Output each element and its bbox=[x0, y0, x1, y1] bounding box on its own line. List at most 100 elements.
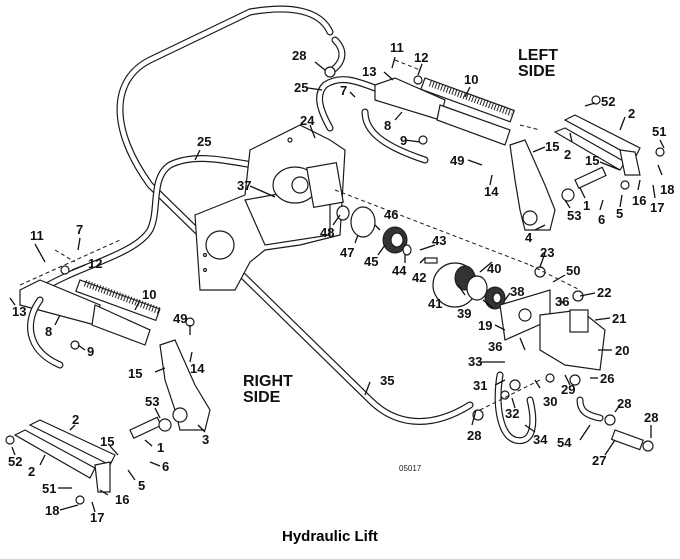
left-side-label-line2: SIDE bbox=[518, 63, 556, 80]
alignment-lines bbox=[19, 59, 581, 411]
callout-47: 47 bbox=[340, 245, 354, 260]
callout-22: 22 bbox=[597, 285, 611, 300]
callout-36: 36 bbox=[555, 294, 569, 309]
callout-18: 18 bbox=[45, 503, 59, 518]
callout-14: 14 bbox=[484, 184, 499, 199]
cylinder-left-side bbox=[361, 77, 516, 164]
callout-9: 9 bbox=[87, 344, 94, 359]
callout-27: 27 bbox=[592, 453, 606, 468]
hose-34 bbox=[494, 371, 537, 445]
callout-10: 10 bbox=[142, 287, 156, 302]
callout-15: 15 bbox=[128, 366, 142, 381]
callout-5: 5 bbox=[616, 206, 623, 221]
callout-21: 21 bbox=[612, 311, 626, 326]
callout-8: 8 bbox=[384, 118, 391, 133]
callout-1: 1 bbox=[583, 198, 590, 213]
figure-id: 05017 bbox=[399, 464, 422, 473]
pivot-pin-right bbox=[129, 416, 172, 439]
callout-49: 49 bbox=[450, 153, 464, 168]
callout-20: 20 bbox=[615, 343, 629, 358]
callout-45: 45 bbox=[364, 254, 378, 269]
callout-52: 52 bbox=[8, 454, 22, 469]
callout-41: 41 bbox=[428, 296, 442, 311]
callout-40: 40 bbox=[487, 261, 501, 276]
callout-6: 6 bbox=[598, 212, 605, 227]
callout-13: 13 bbox=[12, 304, 26, 319]
cylinder-right-side bbox=[19, 279, 162, 369]
lift-arm-right bbox=[159, 339, 211, 431]
left-side-label-line1: LEFT bbox=[518, 47, 558, 64]
callout-37: 37 bbox=[237, 178, 251, 193]
hydraulic-pump bbox=[499, 289, 606, 371]
callout-50: 50 bbox=[566, 263, 580, 278]
callout-8: 8 bbox=[45, 324, 52, 339]
callout-3: 3 bbox=[202, 432, 209, 447]
callout-49: 49 bbox=[173, 311, 187, 326]
callout-48: 48 bbox=[320, 225, 334, 240]
callout-16: 16 bbox=[632, 193, 646, 208]
callout-2: 2 bbox=[628, 106, 635, 121]
lift-links-right bbox=[13, 419, 116, 493]
callout-32: 32 bbox=[505, 406, 519, 421]
lift-arm-left bbox=[509, 139, 556, 231]
callout-1: 1 bbox=[157, 440, 164, 455]
callout-36: 36 bbox=[488, 339, 502, 354]
callout-10: 10 bbox=[464, 72, 478, 87]
callout-5: 5 bbox=[138, 478, 145, 493]
right-side-label-line2: SIDE bbox=[243, 389, 281, 406]
callout-7: 7 bbox=[76, 222, 83, 237]
callout-23: 23 bbox=[540, 245, 554, 260]
callout-35: 35 bbox=[380, 373, 394, 388]
diagram-title: Hydraulic Lift bbox=[282, 528, 378, 545]
callout-18: 18 bbox=[660, 182, 674, 197]
callout-6: 6 bbox=[162, 459, 169, 474]
callout-2: 2 bbox=[28, 464, 35, 479]
callout-17: 17 bbox=[650, 200, 664, 215]
callout-53: 53 bbox=[567, 208, 581, 223]
callout-16: 16 bbox=[115, 492, 129, 507]
pump-mount-bracket bbox=[194, 124, 346, 291]
callout-53: 53 bbox=[145, 394, 159, 409]
callout-12: 12 bbox=[88, 256, 102, 271]
callout-9: 9 bbox=[400, 133, 407, 148]
callout-14: 14 bbox=[190, 361, 205, 376]
fittings bbox=[5, 66, 665, 505]
callout-51: 51 bbox=[42, 481, 56, 496]
hose-25-left bbox=[316, 76, 384, 132]
callout-46: 46 bbox=[384, 207, 398, 222]
callout-28: 28 bbox=[467, 428, 481, 443]
callout-33: 33 bbox=[468, 354, 482, 369]
callout-43: 43 bbox=[432, 233, 446, 248]
hose-25-right bbox=[36, 155, 289, 294]
callout-11: 11 bbox=[30, 228, 44, 243]
callout-15: 15 bbox=[100, 434, 114, 449]
callout-2: 2 bbox=[564, 147, 571, 162]
callout-28: 28 bbox=[617, 396, 631, 411]
callout-29: 29 bbox=[561, 382, 575, 397]
callout-11: 11 bbox=[390, 40, 404, 55]
leader-lines bbox=[9, 56, 665, 513]
hose-27 bbox=[576, 396, 644, 451]
callout-44: 44 bbox=[392, 263, 407, 278]
callout-19: 19 bbox=[478, 318, 492, 333]
callout-15: 15 bbox=[585, 153, 599, 168]
callout-51: 51 bbox=[652, 124, 666, 139]
callout-42: 42 bbox=[412, 270, 426, 285]
callout-15: 15 bbox=[545, 139, 559, 154]
callout-30: 30 bbox=[543, 394, 557, 409]
callout-28: 28 bbox=[644, 410, 658, 425]
callout-26: 26 bbox=[600, 371, 614, 386]
callout-34: 34 bbox=[533, 432, 548, 447]
right-side-label-line1: RIGHT bbox=[243, 373, 293, 390]
callout-25: 25 bbox=[294, 80, 308, 95]
callout-39: 39 bbox=[457, 306, 471, 321]
callout-28: 28 bbox=[292, 48, 306, 63]
callout-7: 7 bbox=[340, 83, 347, 98]
callout-52: 52 bbox=[601, 94, 615, 109]
callout-31: 31 bbox=[473, 378, 487, 393]
callout-12: 12 bbox=[414, 50, 428, 65]
lift-links-left bbox=[553, 114, 641, 176]
callout-38: 38 bbox=[510, 284, 524, 299]
callout-13: 13 bbox=[362, 64, 376, 79]
